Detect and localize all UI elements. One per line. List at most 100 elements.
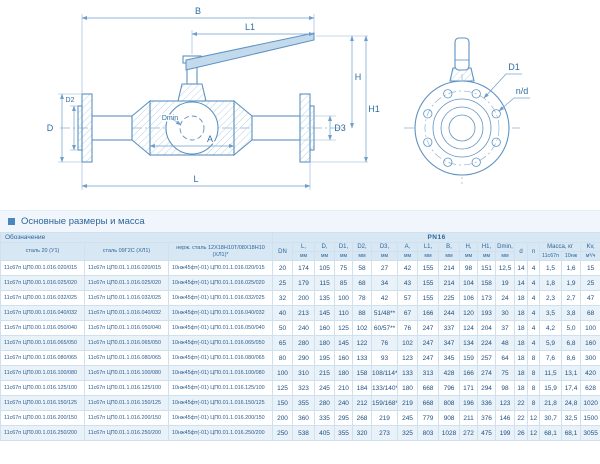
value-cell: 60/57** — [371, 320, 399, 336]
value-cell: 200 — [292, 290, 316, 306]
value-cell: 4 — [527, 290, 541, 306]
dimensions-table: Обозначение PN16 сталь 20 (У1) сталь 09Г… — [0, 232, 600, 441]
value-cell: 796 — [438, 380, 461, 396]
value-cell: 24 — [495, 290, 516, 306]
value-cell: 98 — [459, 260, 479, 276]
designation-cell: 11с67п ЦП0.00.1.016.100/080 — [0, 365, 85, 381]
value-cell: 219 — [371, 410, 399, 426]
value-cell: 5,9 — [539, 335, 563, 351]
value-cell: 225 — [438, 290, 461, 306]
designation-cell: 11с67п ЦП0.00.1.016.065/050 — [0, 335, 85, 351]
value-cell: 108/114** — [371, 365, 399, 381]
ball — [165, 101, 219, 155]
value-cell: 174 — [292, 260, 316, 276]
col-header-h: H, — [459, 242, 479, 252]
value-cell: 347 — [438, 335, 461, 351]
unit-cell: мм — [459, 251, 479, 261]
value-cell: 146 — [495, 410, 516, 426]
value-cell: 274 — [477, 365, 497, 381]
value-cell: 105 — [314, 260, 336, 276]
value-cell: 133 — [397, 365, 419, 381]
value-cell: 193 — [477, 305, 497, 321]
value-cell: 224 — [477, 335, 497, 351]
value-cell: 151 — [477, 260, 497, 276]
steel-col-stainless: нерж. сталь 12Х18Н10Т/08Х18Н10 (ХЛ1)* — [167, 242, 274, 261]
value-cell: 106 — [459, 290, 479, 306]
designation-cell: 11с67п ЦП0.01.1.016.100/080 — [84, 365, 169, 381]
value-cell: 3,8 — [561, 305, 582, 321]
designation-cell: 11с67п ЦП0.00.1.016.125/100 — [0, 380, 85, 396]
value-cell: 335 — [314, 410, 336, 426]
value-cell: 240 — [334, 395, 354, 411]
value-cell: 204 — [477, 320, 497, 336]
title-bullet-square — [8, 218, 15, 225]
designation-cell: 10нж45фт(-01) ЦП0.01.1.016.025/020 — [167, 275, 274, 291]
value-cell: 336 — [477, 395, 497, 411]
col-header-mass: Масса, кг — [539, 242, 582, 252]
value-cell: 160 — [334, 350, 354, 366]
designation-cell: 11с67п ЦП0.01.1.016.032/025 — [84, 290, 169, 306]
value-cell: 290 — [292, 350, 316, 366]
value-cell: 355 — [292, 395, 316, 411]
bolt-circle — [424, 90, 500, 166]
designation-cell: 10нж45фт(-01) ЦП0.01.1.016.065/050 — [167, 335, 274, 351]
designation-cell: 11с67п ЦП0.01.1.016.065/050 — [84, 335, 169, 351]
dim-label-b: B — [195, 6, 201, 16]
value-cell: 75 — [495, 365, 516, 381]
value-cell: 196 — [459, 395, 479, 411]
value-cell: 199 — [495, 425, 516, 441]
value-cell: 150 — [272, 395, 294, 411]
col-header-l1: L1, — [417, 242, 440, 252]
value-cell: 75 — [334, 260, 354, 276]
value-cell: 247 — [417, 335, 440, 351]
value-cell: 1,9 — [561, 275, 582, 291]
value-cell: 211 — [459, 410, 479, 426]
value-cell: 159 — [459, 350, 479, 366]
value-cell: 779 — [417, 410, 440, 426]
col-header-d: D, — [314, 242, 336, 252]
value-cell: 19 — [495, 275, 516, 291]
designation-header: Обозначение — [0, 232, 274, 243]
dim-label-d: D — [47, 123, 54, 133]
value-cell: 65 — [272, 335, 294, 351]
kv-unit: м³/ч — [580, 251, 600, 261]
lever-handle — [185, 32, 315, 71]
value-cell: 313 — [417, 365, 440, 381]
value-cell: 1028 — [438, 425, 461, 441]
value-cell: 18 — [514, 290, 529, 306]
value-cell: 18 — [514, 350, 529, 366]
value-cell: 300 — [580, 350, 600, 366]
right-body-cone — [233, 99, 253, 157]
value-cell: 159/168** — [371, 395, 399, 411]
designation-cell: 11с67п ЦП0.00.1.016.080/065 — [0, 350, 85, 366]
designation-cell: 10нж45фт(-01) ЦП0.01.1.016.100/080 — [167, 365, 274, 381]
value-cell: 26 — [514, 425, 529, 441]
value-cell: 158 — [477, 275, 497, 291]
left-body-cone — [131, 99, 151, 157]
value-cell: 180 — [397, 380, 419, 396]
value-cell: 1,5 — [539, 260, 563, 276]
value-cell: 133 — [352, 350, 373, 366]
value-cell: 14 — [514, 275, 529, 291]
value-cell: 124 — [459, 320, 479, 336]
value-cell: 51/48** — [371, 305, 399, 321]
unit-cell: мм — [495, 251, 516, 261]
technical-drawing: B L1 H H1 D — [47, 6, 530, 190]
value-cell: 280 — [314, 395, 336, 411]
dim-label-h1: H1 — [368, 104, 380, 114]
value-cell: 4 — [527, 305, 541, 321]
designation-cell: 11с67п ЦП0.01.1.016.080/065 — [84, 350, 169, 366]
designation-cell: 10нж45фт(-01) ЦП0.01.1.016.040/032 — [167, 305, 274, 321]
designation-cell: 10нж45фт(-01) ЦП0.01.1.016.032/025 — [167, 290, 274, 306]
value-cell: 34 — [371, 275, 399, 291]
dim-label-l1: L1 — [245, 22, 255, 32]
value-cell: 160 — [580, 335, 600, 351]
right-raised-face — [309, 105, 315, 151]
value-cell: 628 — [580, 380, 600, 396]
col-header-d3: D3, — [371, 242, 399, 252]
value-cell: 323 — [292, 380, 316, 396]
value-cell: 1500 — [580, 410, 600, 426]
mass-sub-10nzh: 10нж — [561, 251, 582, 261]
value-cell: 88 — [352, 305, 373, 321]
